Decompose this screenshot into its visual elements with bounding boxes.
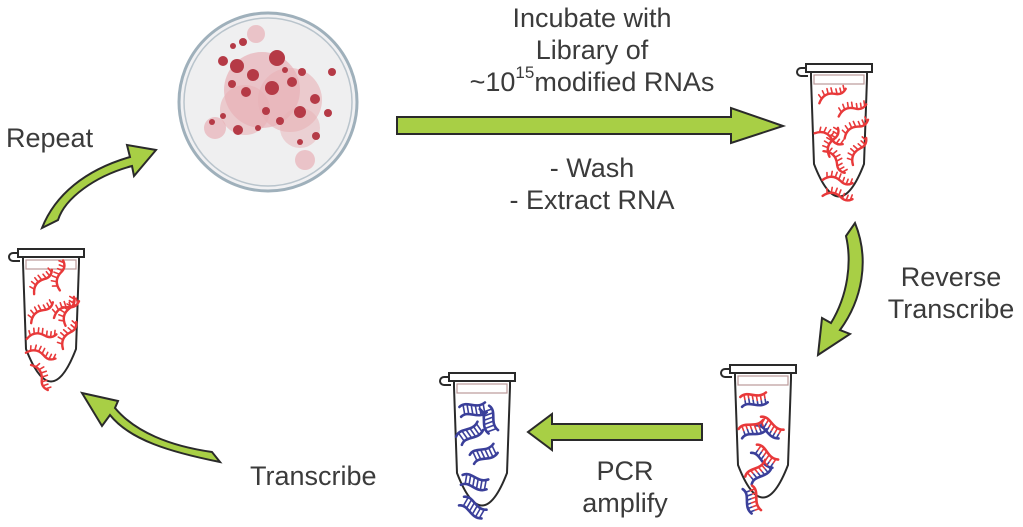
label-extract: - Extract RNA: [509, 185, 675, 215]
label-incubate-line3: ~1015modified RNAs: [398, 63, 786, 98]
label-reverse-transcribe: Reverse Transcribe: [876, 261, 1023, 325]
label-incubate-prefix: ~10: [469, 67, 516, 97]
label-incubate-line2: Library of: [535, 35, 649, 65]
label-wash-extract: - Wash - Extract RNA: [398, 152, 786, 216]
arrow-repeat: [40, 143, 158, 231]
tube-cdna: [720, 364, 797, 516]
tube-dna: [439, 372, 516, 522]
label-wash: - Wash: [549, 153, 635, 183]
tube-selected-rna: [796, 63, 873, 203]
label-repeat: Repeat: [6, 123, 94, 153]
label-pcr-line1: PCR: [596, 456, 654, 486]
label-reverse-line1: Reverse: [900, 262, 1002, 292]
colony-cluster: [204, 25, 336, 170]
label-pcr-amplify: PCR amplify: [565, 455, 685, 519]
petri-dish: [177, 11, 359, 193]
arrow-pcr: [526, 412, 703, 452]
label-reverse-line2: Transcribe: [887, 294, 1015, 324]
tube-rna-library: [8, 248, 85, 393]
arrow-transcribe: [79, 391, 223, 464]
label-incubate-exponent: 15: [515, 63, 535, 82]
label-pcr-line2: amplify: [582, 488, 668, 518]
label-transcribe: Transcribe: [250, 461, 377, 491]
arrow-reverse-transcribe: [816, 220, 864, 357]
label-incubate-suffix: modified RNAs: [534, 67, 715, 97]
label-incubate: Incubate with Library of ~1015modified R…: [398, 2, 786, 98]
label-incubate-line1: Incubate with: [512, 3, 672, 33]
arrow-incubate: [396, 106, 787, 145]
